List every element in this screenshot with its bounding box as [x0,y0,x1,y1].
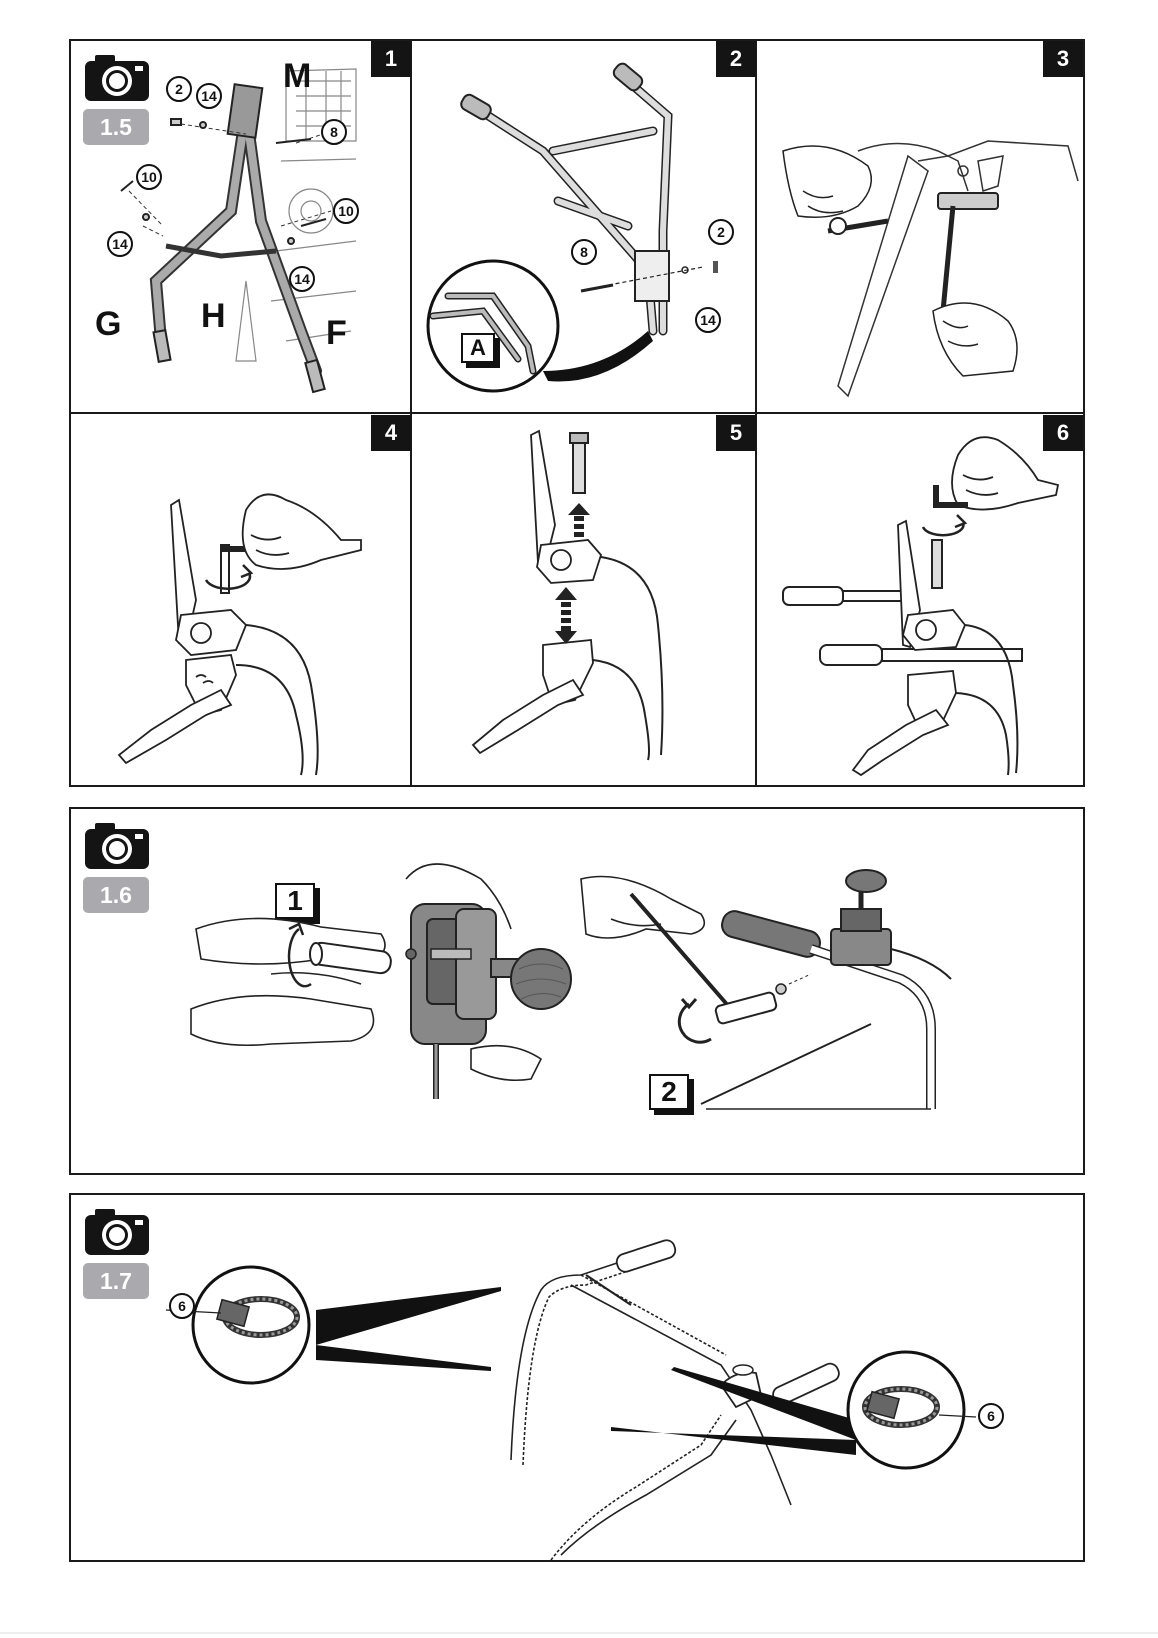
throttle-removal-illustration [71,809,1083,1173]
cable-tie-illustration [71,1195,1083,1560]
section-1-5-frame: 1.5 1 [69,39,1085,787]
part-number: 10 [136,164,162,190]
page-bottom-edge [0,1628,1158,1638]
label-g: G [95,307,121,341]
part-number: 2 [708,219,734,245]
handlebar-assembly-illustration [71,41,411,413]
part-number: 6 [169,1293,195,1319]
panel-1: 1 [71,41,411,413]
panel-3: 3 [758,41,1083,413]
label-f: F [326,316,347,350]
inset-label-a: A [461,333,495,363]
up-down-arrow-icon [555,587,577,644]
panel-4: 4 [71,415,411,785]
part-number: 14 [107,231,133,257]
part-number: 10 [333,198,359,224]
panel-6: 6 [758,415,1083,785]
lever-separation-illustration [413,415,756,785]
wrench-tightening-illustration [758,41,1083,413]
lever-allen-key-illustration [71,415,411,785]
panel-5: 5 [413,415,756,785]
rotate-arrow-icon [679,999,711,1042]
part-number: 6 [978,1403,1004,1429]
part-number: 14 [695,307,721,333]
section-1-6-frame: 1.6 1 2 [69,807,1085,1175]
label-h: H [201,299,226,333]
part-number: 8 [571,239,597,265]
panel-2: 2 [413,41,756,413]
part-number: 2 [166,76,192,102]
part-number: 14 [196,83,222,109]
part-number: 14 [289,266,315,292]
lever-reassembly-illustration [758,415,1083,785]
label-m: M [283,59,311,93]
part-number: 8 [321,119,347,145]
rotate-arrow-icon [923,515,965,535]
up-arrow-icon [568,503,590,537]
section-1-7-frame: 1.7 6 6 [69,1193,1085,1562]
